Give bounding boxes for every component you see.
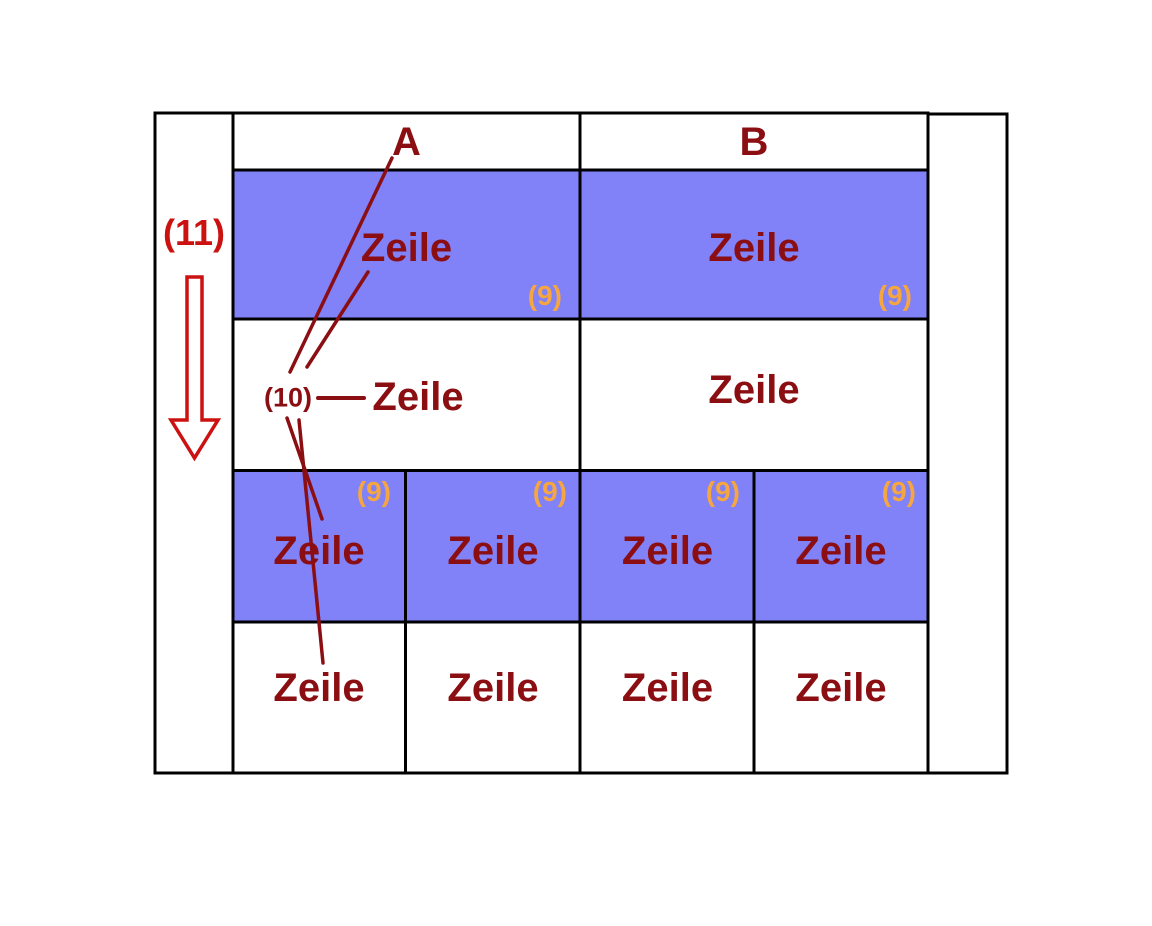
highlight-row4-c2 <box>405 470 581 622</box>
highlighted-row-fills <box>233 170 928 622</box>
row-label: Zeile <box>273 665 365 710</box>
cell-row4-c1: Zeile (9) <box>233 470 405 622</box>
height-badge: (9) <box>877 280 912 311</box>
right-gutter-outline <box>926 112 1009 775</box>
row-label: Zeile <box>447 529 539 573</box>
cell-row4-c4: Zeile (9) <box>754 470 928 622</box>
height-badge: (9) <box>527 280 562 311</box>
row-label: Zeile <box>447 665 539 710</box>
down-arrow-icon <box>167 275 222 462</box>
leader-lines <box>285 156 394 665</box>
row-label: Zeile <box>621 529 714 573</box>
cell-row2-a: Zeile (9) <box>233 170 580 318</box>
highlight-row2-b <box>580 170 928 318</box>
cell-row5-c4: Zeile <box>754 622 928 773</box>
row-label: Zeile <box>795 529 887 573</box>
direction-note-11: (11) <box>162 212 226 253</box>
row-label: Zeile <box>795 665 887 710</box>
row-label: Zeile <box>621 665 714 710</box>
cell-row5-c3: Zeile <box>581 622 754 773</box>
row-label: Zeile <box>708 368 800 412</box>
highlight-row4-c1 <box>233 470 405 622</box>
cell-row2-b: Zeile (9) <box>580 170 928 318</box>
leader-line-to-header-a <box>288 156 394 374</box>
cell-row5-c2: Zeile <box>405 622 581 773</box>
row-note-10: (10) <box>263 382 313 413</box>
row-label: Zeile <box>708 226 800 270</box>
height-badge: (9) <box>532 476 567 507</box>
table-grid <box>153 111 1009 775</box>
height-badge: (9) <box>881 476 916 507</box>
leader-line-to-row2-zeile <box>305 270 370 369</box>
row-label: Zeile <box>273 529 365 573</box>
cell-row4-c2: Zeile (9) <box>405 470 581 622</box>
highlight-row2-a <box>233 170 580 318</box>
column-header-a-label: A <box>392 119 421 164</box>
cell-row4-c3: Zeile (9) <box>581 470 754 622</box>
column-header-b-label: B <box>739 119 769 164</box>
row-label: Zeile <box>360 226 453 270</box>
highlight-row4-c4 <box>754 470 928 622</box>
leader-line-to-row5-zeile <box>297 418 325 665</box>
column-header-a: A <box>233 113 580 170</box>
cell-row5-c1: Zeile <box>233 622 405 773</box>
highlight-row4-c3 <box>581 470 754 622</box>
column-header-b: B <box>580 113 928 170</box>
height-badge: (9) <box>705 476 740 507</box>
cell-row3-b: Zeile <box>580 318 928 470</box>
row-label: Zeile <box>372 375 464 419</box>
height-badge: (9) <box>356 476 391 507</box>
